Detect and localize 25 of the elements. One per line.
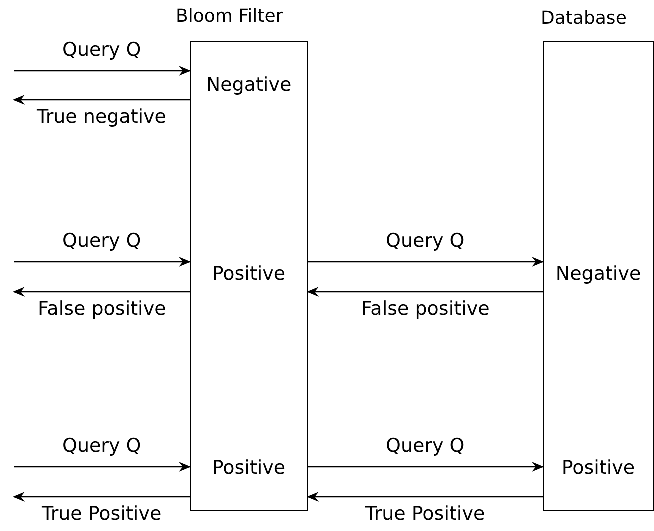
component-title: Database — [541, 8, 627, 29]
edge-label: Query Q — [60, 39, 144, 61]
edge-label: True negative — [35, 106, 168, 128]
result-label: Negative — [191, 65, 307, 105]
arrow — [14, 462, 191, 472]
component-box — [190, 41, 308, 511]
edge-label: Query Q — [60, 435, 144, 457]
result-label: Positive — [191, 448, 307, 488]
arrow — [13, 287, 190, 297]
result-label: Positive — [544, 448, 653, 488]
edge-label: Query Q — [384, 435, 467, 457]
edge-label: Query Q — [60, 230, 144, 252]
component-box — [543, 41, 654, 511]
arrow — [14, 257, 191, 267]
arrow — [307, 287, 543, 297]
result-label: Negative — [544, 254, 653, 294]
edge-label: Query Q — [384, 230, 467, 252]
arrow — [308, 257, 544, 267]
result-label: Positive — [191, 254, 307, 294]
arrow — [13, 492, 190, 502]
arrow — [14, 66, 191, 76]
arrow — [307, 492, 543, 502]
arrow — [308, 462, 544, 472]
component-title: Bloom Filter — [176, 6, 284, 27]
arrow — [13, 95, 190, 105]
